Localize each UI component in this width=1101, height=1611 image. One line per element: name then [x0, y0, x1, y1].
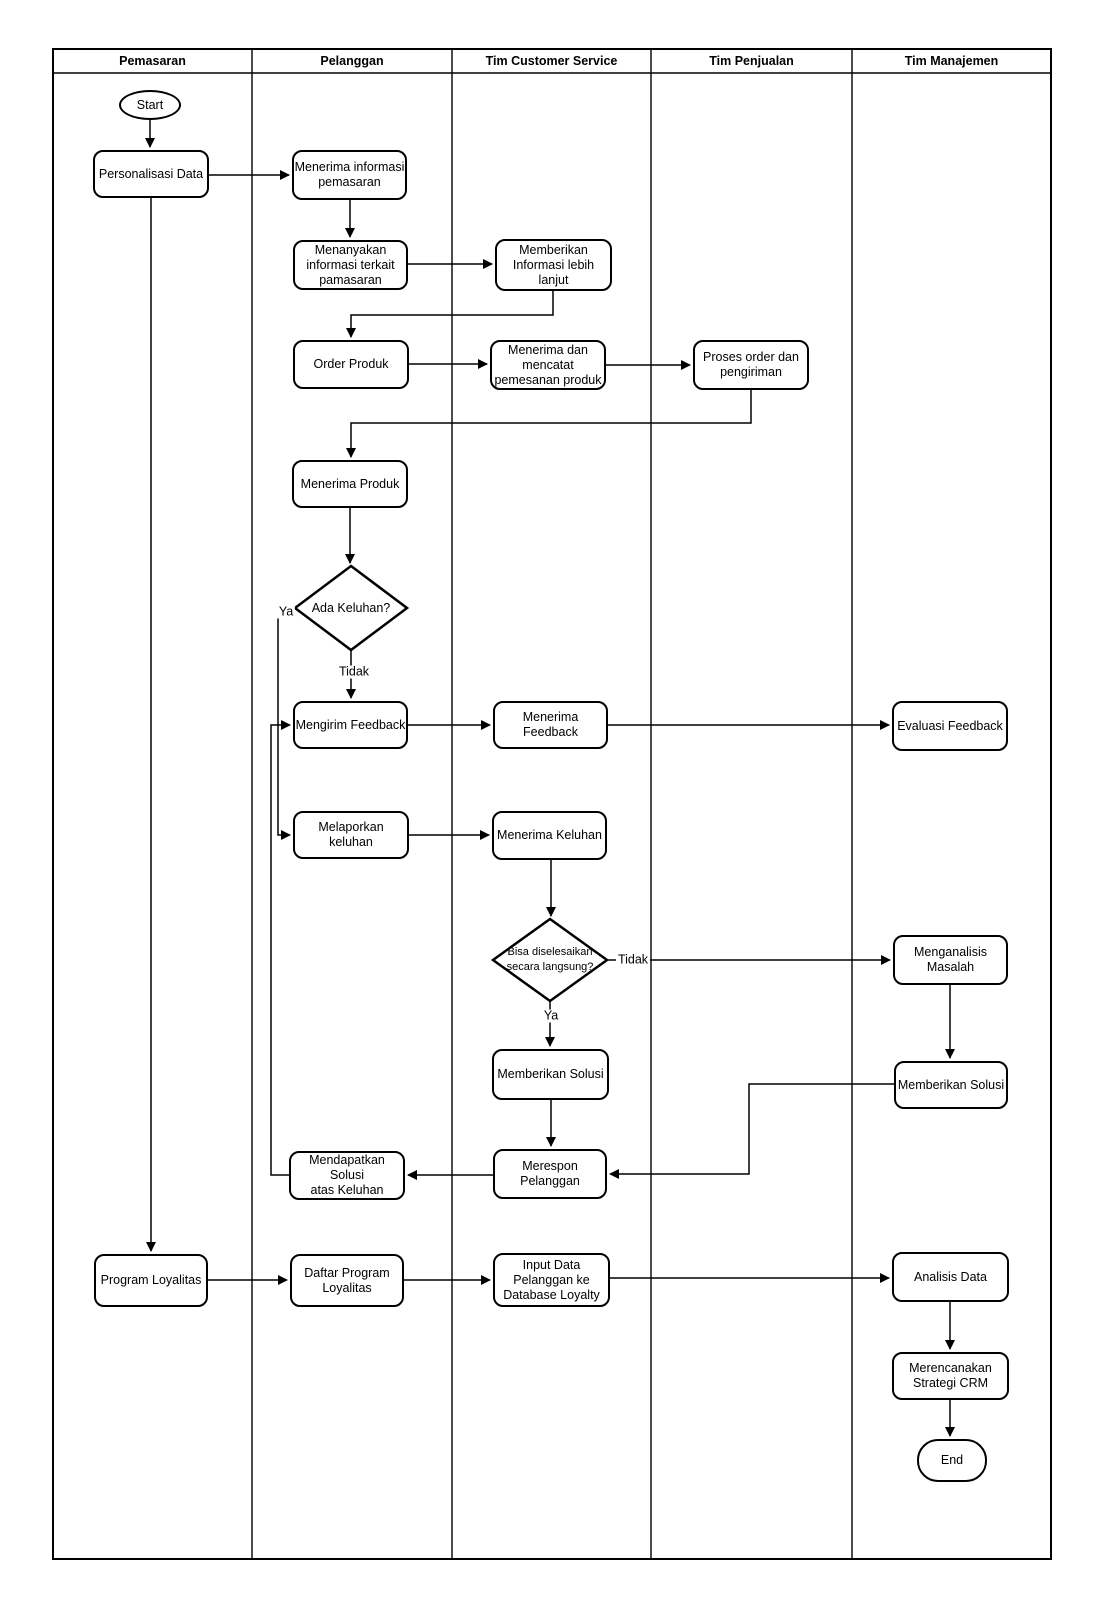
lane-header-tim-customer-service: Tim Customer Service [485, 54, 618, 68]
node-label: Start [136, 97, 164, 112]
node-label: Program Loyalitas [100, 1273, 202, 1287]
node-label: Loyalitas [322, 1280, 372, 1295]
node-label: Personalisasi Data [98, 166, 204, 181]
node-label: Memberikan [519, 242, 588, 257]
node-menerima-produk: Menerima Produk [292, 460, 408, 508]
edge-memberikan-informasi-to-order-produk [346, 291, 554, 338]
node-label: Melaporkan keluhan [318, 820, 384, 849]
node-label: mencatat [522, 357, 574, 372]
node-label: Mendapatkan Solusi [309, 1153, 385, 1182]
node-menanyakan-informasi: Menanyakan informasi terkait pamasaran [293, 240, 408, 290]
node-end: End [917, 1439, 987, 1482]
node-label: Menerima Feedback [522, 710, 579, 739]
lane-header-pelanggan: Pelanggan [320, 54, 384, 68]
node-menerima-feedback: Menerima Feedback [493, 701, 608, 749]
lane-header-tim-penjualan: Tim Penjualan [709, 54, 794, 68]
node-label: pemesanan produk [494, 372, 602, 387]
node-label: Informasi lebih lanjut [512, 257, 595, 287]
node-label: Pelanggan [520, 1174, 580, 1188]
node-label: Menerima informasi [294, 160, 405, 174]
node-melaporkan-keluhan: Melaporkan keluhan [293, 811, 409, 859]
lane-header-tim-manajemen: Tim Manajemen [904, 54, 999, 68]
node-label: Strategi CRM [912, 1376, 989, 1390]
diagram-border [52, 48, 1052, 1560]
decision-bisa-diselesaikan-shape [490, 917, 610, 1003]
node-label: Memberikan Solusi [897, 1077, 1005, 1092]
node-memberikan-solusi-manajemen: Memberikan Solusi [894, 1061, 1008, 1109]
node-evaluasi-feedback: Evaluasi Feedback [892, 701, 1008, 751]
edge-label-bisa-diselesaikan-tidak: Tidak [615, 952, 651, 967]
edge-mendapatkan-solusi-to-mengirim-feedback [270, 720, 291, 1176]
node-memberikan-informasi-lebih-lanjut: Memberikan Informasi lebih lanjut [495, 239, 612, 291]
node-label: Input Data [522, 1257, 581, 1272]
node-daftar-program-loyalitas: Daftar Program Loyalitas [290, 1254, 404, 1307]
node-label: Pelanggan ke [513, 1272, 590, 1287]
node-menerima-informasi-pemasaran: Menerima informasi pemasaran [292, 150, 407, 200]
node-label: pemasaran [318, 175, 381, 189]
edge-label-ada-keluhan-tidak: Tidak [336, 664, 372, 679]
node-label: Evaluasi Feedback [897, 718, 1003, 733]
node-personalisasi-data: Personalisasi Data [93, 150, 209, 198]
node-program-loyalitas: Program Loyalitas [94, 1254, 208, 1307]
node-order-produk: Order Produk [293, 340, 409, 389]
node-label: informasi terkait [306, 257, 395, 272]
node-menerima-dan-mencatat: Menerima dan mencatat pemesanan produk [490, 340, 606, 390]
node-label: Mengirim Feedback [295, 717, 406, 732]
node-memberikan-solusi-cs: Memberikan Solusi [492, 1049, 609, 1100]
edge-label-bisa-diselesaikan-ya: Ya [541, 1008, 561, 1023]
node-label: Menerima dan [508, 342, 588, 357]
edge-proses-order-to-menerima-produk [346, 390, 752, 458]
node-label: Order Produk [313, 357, 389, 371]
node-label: Menerima Keluhan [497, 828, 602, 842]
node-merencanakan-strategi-crm: Merencanakan Strategi CRM [892, 1352, 1009, 1400]
node-label: Database Loyalty [503, 1287, 600, 1302]
node-label: Menerima Produk [300, 476, 400, 491]
node-label: End [940, 1453, 964, 1467]
edge-label-ada-keluhan-ya: Ya [276, 604, 296, 619]
node-label: Masalah [926, 960, 975, 974]
node-proses-order: Proses order dan pengiriman [693, 340, 809, 390]
node-mengirim-feedback: Mengirim Feedback [293, 701, 408, 749]
node-label: Proses order dan [703, 350, 799, 364]
node-label: pamasaran [319, 272, 382, 287]
decision-ada-keluhan-shape [292, 564, 410, 652]
node-menganalisis-masalah: Menganalisis Masalah [893, 935, 1008, 985]
node-label: pengiriman [720, 365, 782, 379]
node-label: atas Keluhan [310, 1183, 384, 1197]
node-label: Merespon [522, 1159, 578, 1173]
node-mendapatkan-solusi: Mendapatkan Solusi atas Keluhan [289, 1151, 405, 1200]
node-label: Merencanakan [909, 1361, 992, 1375]
node-menerima-keluhan: Menerima Keluhan [492, 811, 607, 860]
edge-memberikan-solusi-manajemen-to-merespon [609, 1083, 894, 1179]
node-input-data-pelanggan: Input Data Pelanggan ke Database Loyalty [493, 1253, 610, 1307]
node-label: Daftar Program [304, 1265, 390, 1280]
node-merespon-pelanggan: Merespon Pelanggan [493, 1149, 607, 1199]
node-analisis-data: Analisis Data [892, 1252, 1009, 1302]
node-start: Start [119, 90, 181, 120]
node-label: Menganalisis [914, 945, 987, 959]
node-label: Menanyakan [314, 242, 387, 257]
lane-header-pemasaran: Pemasaran [119, 54, 186, 68]
node-label: Memberikan Solusi [497, 1067, 604, 1081]
node-label: Analisis Data [914, 1269, 987, 1284]
